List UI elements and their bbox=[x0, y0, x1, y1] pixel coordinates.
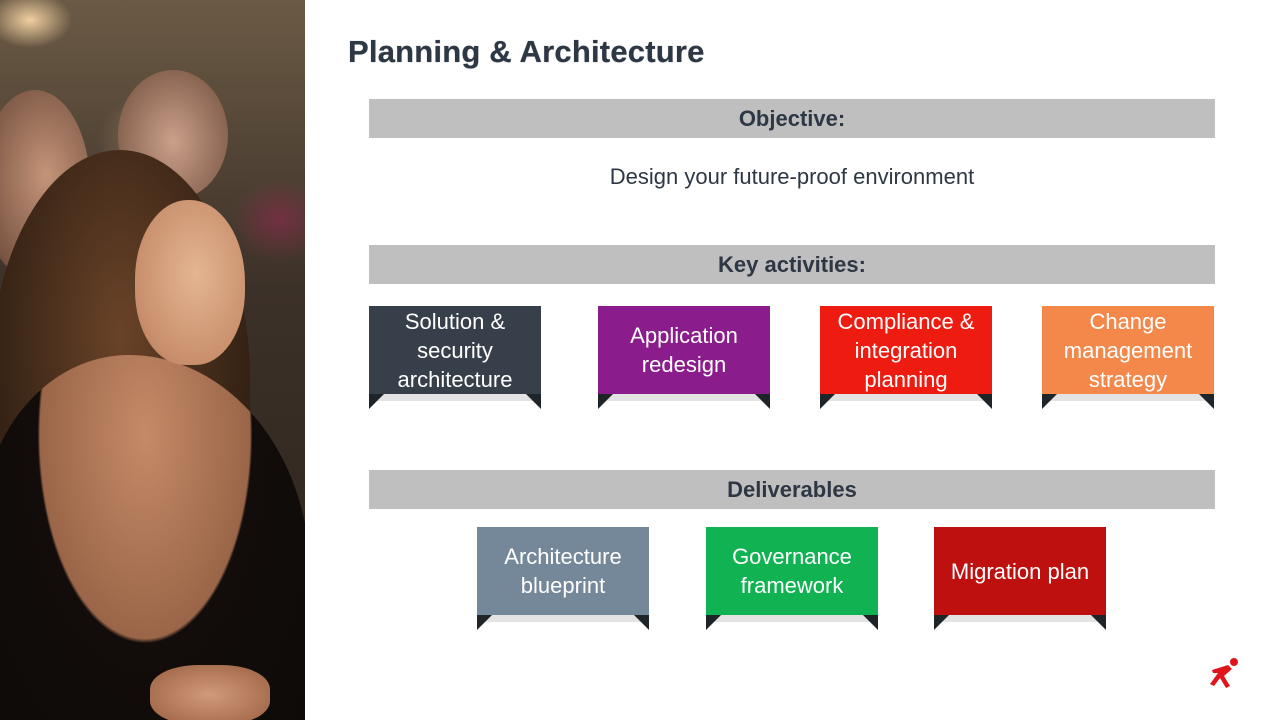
deliverable-card-migration-plan: Migration plan bbox=[934, 527, 1106, 630]
photo-face bbox=[135, 200, 245, 365]
running-figure-logo bbox=[1210, 658, 1238, 688]
deliverable-card-label: Architecture blueprint bbox=[504, 544, 622, 598]
deliverables-header-label: Deliverables bbox=[727, 476, 857, 502]
card-ribbon bbox=[598, 394, 770, 410]
key-activities-header-bar: Key activities: bbox=[369, 245, 1215, 284]
card-ribbon bbox=[820, 394, 992, 410]
slide-title: Planning & Architecture bbox=[348, 34, 705, 69]
deliverable-card-label: Governance framework bbox=[732, 544, 852, 598]
deliverable-card-architecture-blueprint: Architecture blueprint bbox=[477, 527, 649, 630]
activity-card-label: Change management strategy bbox=[1063, 308, 1193, 392]
photo-hands bbox=[150, 665, 270, 720]
objective-header-bar: Objective: bbox=[369, 99, 1215, 138]
activity-card-application-redesign: Application redesign bbox=[598, 306, 770, 409]
card-ribbon bbox=[477, 615, 649, 631]
deliverable-card-governance-framework: Governance framework bbox=[706, 527, 878, 630]
activity-card-label: Compliance & integration planning bbox=[837, 308, 975, 392]
deliverables-header-bar: Deliverables bbox=[369, 470, 1215, 509]
activity-card-compliance-integration-planning: Compliance & integration planning bbox=[820, 306, 992, 409]
audience-photo bbox=[0, 0, 305, 720]
deliverable-card-label: Migration plan bbox=[950, 558, 1090, 584]
card-ribbon bbox=[369, 394, 541, 410]
activity-card-label: Solution & security architecture bbox=[397, 308, 513, 392]
activity-card-label: Application redesign bbox=[630, 323, 738, 377]
objective-text: Design your future-proof environment bbox=[609, 164, 975, 189]
photo-body bbox=[0, 355, 305, 720]
card-ribbon bbox=[1042, 394, 1214, 410]
activity-card-change-management-strategy: Change management strategy bbox=[1042, 306, 1214, 409]
objective-header-label: Objective: bbox=[738, 105, 846, 131]
activity-card-solution-security-architecture: Solution & security architecture bbox=[369, 306, 541, 409]
key-activities-header-label: Key activities: bbox=[718, 251, 866, 277]
card-ribbon bbox=[706, 615, 878, 631]
card-ribbon bbox=[934, 615, 1106, 631]
